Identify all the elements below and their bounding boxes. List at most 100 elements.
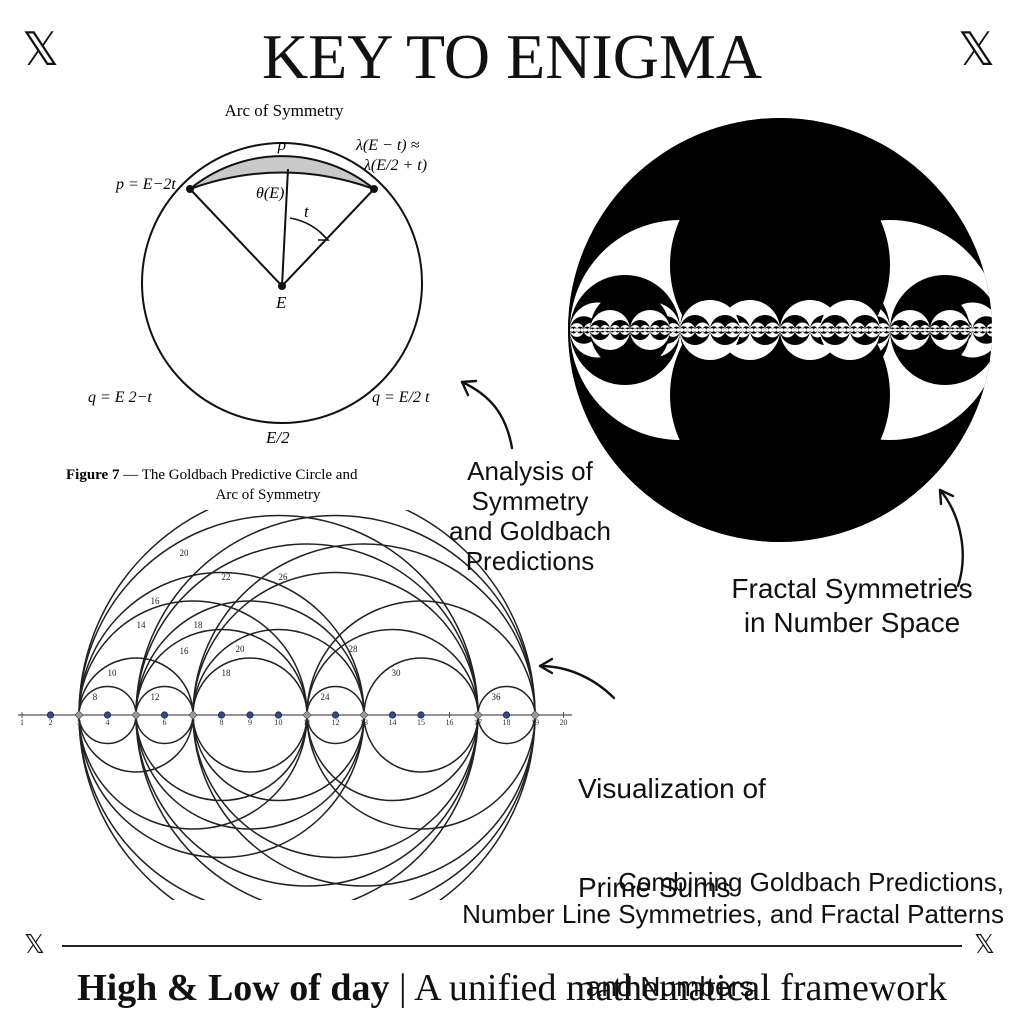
fractal-circle bbox=[590, 328, 593, 332]
fractal-circle bbox=[768, 328, 773, 332]
number-line-tick-label: 4 bbox=[106, 718, 110, 727]
fractal-circle bbox=[868, 328, 873, 332]
lambda-label-line2: λ(E/2 + t) bbox=[363, 157, 427, 174]
fractal-circle bbox=[669, 328, 674, 332]
number-line-tick-label: 17 bbox=[474, 718, 482, 727]
radius-middle bbox=[281, 168, 289, 287]
fractal-circle bbox=[597, 328, 600, 332]
circle-sum-label: 36 bbox=[492, 692, 502, 702]
fractal-circle bbox=[662, 328, 665, 332]
fractal-circle bbox=[947, 328, 950, 332]
symmetry-annotation-line: Symmetry bbox=[471, 486, 589, 516]
fractal-circle bbox=[930, 328, 933, 332]
fractal-circle bbox=[650, 328, 653, 332]
circle-sum-label: 16 bbox=[151, 596, 161, 606]
fractal-circle bbox=[842, 328, 847, 332]
fractal-circle bbox=[673, 328, 677, 332]
number-line-dot bbox=[331, 711, 340, 719]
fractal-circle bbox=[876, 328, 880, 332]
fractal-circle bbox=[652, 328, 655, 332]
fractal-circle bbox=[620, 328, 623, 332]
fractal-circle bbox=[905, 328, 908, 332]
fractal-circle bbox=[721, 328, 725, 332]
fractal-circle bbox=[695, 328, 699, 332]
circle-sum-label: 12 bbox=[151, 692, 160, 702]
number-line-tick-label: 2 bbox=[49, 718, 53, 727]
x-logo-icon-bottom-right: 𝕏 bbox=[974, 930, 995, 960]
prime-sums-annotation-line: and Numbers bbox=[578, 971, 754, 1002]
number-line-dot bbox=[246, 711, 254, 719]
fractal-circle bbox=[965, 328, 968, 332]
number-line-tick-label: 15 bbox=[417, 718, 425, 727]
fractal-circle bbox=[660, 328, 663, 332]
point-lambda bbox=[370, 185, 378, 193]
number-line-tick-label: 12 bbox=[332, 718, 340, 727]
e-label: E bbox=[275, 293, 287, 312]
angle-t-arc bbox=[289, 217, 327, 239]
fractal-circle bbox=[667, 328, 670, 332]
fractal-circle bbox=[932, 328, 935, 332]
number-line-prime-marker bbox=[473, 710, 483, 720]
fractal-circle bbox=[823, 328, 828, 332]
fractal-circle bbox=[583, 328, 588, 332]
arc-of-symmetry-region bbox=[189, 155, 375, 190]
fractal-circle bbox=[625, 328, 628, 332]
e-half-label: E/2 bbox=[265, 428, 290, 447]
point-p bbox=[186, 185, 194, 193]
fractal-circle bbox=[607, 328, 610, 332]
fractal-circle bbox=[791, 328, 795, 332]
fractal-circle bbox=[772, 328, 777, 332]
fractal-circle bbox=[635, 328, 638, 332]
prime-sums-annotation-line: Visualization of bbox=[578, 773, 766, 804]
q-left-label: q = E 2−t bbox=[88, 389, 152, 406]
x-logo-icon-top-right: 𝕏 bbox=[958, 22, 996, 76]
circle-sum-label: 16 bbox=[180, 646, 190, 656]
fractal-circle bbox=[753, 328, 758, 332]
fractal-circle bbox=[617, 328, 620, 332]
number-line-dot bbox=[160, 711, 169, 719]
fractal-circle bbox=[592, 328, 595, 332]
fractal-circle bbox=[580, 328, 584, 332]
fractal-circle bbox=[879, 328, 884, 332]
fractal-circle bbox=[890, 328, 893, 332]
footer-rest-text: A unified mathematical framework bbox=[414, 967, 947, 1009]
fractal-circle bbox=[915, 328, 918, 332]
fractal-circle bbox=[957, 328, 960, 332]
fractal-circle bbox=[665, 328, 668, 332]
fractal-circle bbox=[717, 328, 722, 332]
number-line-tick-label: 18 bbox=[503, 718, 511, 727]
fractal-circle bbox=[883, 328, 887, 332]
fractal-circle bbox=[657, 328, 660, 332]
fractal-circle bbox=[676, 328, 680, 332]
fractal-circle bbox=[912, 328, 915, 332]
fractal-circle bbox=[687, 328, 692, 332]
fractal-circle bbox=[795, 328, 799, 332]
figure-caption-line2: Arc of Symmetry bbox=[216, 487, 321, 503]
combining-annotation: Combining Goldbach Predictions, Number L… bbox=[404, 866, 1014, 930]
circle-sum-label: 26 bbox=[279, 572, 289, 582]
circle-sum-label: 18 bbox=[194, 620, 204, 630]
radius-left bbox=[189, 188, 283, 287]
goldbach-circle-diagram: Arc of Symmetry ρ λ(E − t) ≈ λ(E/2 + t) … bbox=[66, 101, 430, 503]
circle-sum-label: 20 bbox=[236, 644, 246, 654]
fractal-circle bbox=[612, 328, 615, 332]
fractal-circle bbox=[886, 328, 890, 332]
fractal-circle bbox=[872, 328, 877, 332]
circle-sum-label: 8 bbox=[93, 692, 98, 702]
fractal-circle bbox=[902, 328, 905, 332]
fractal-circle bbox=[576, 328, 581, 332]
fractal-circle bbox=[602, 328, 605, 332]
number-line-tick-label: 14 bbox=[389, 718, 397, 727]
fractal-circle bbox=[640, 328, 643, 332]
number-line-tick-label: 13 bbox=[360, 718, 368, 727]
number-line-dot bbox=[46, 711, 55, 719]
fractal-circle bbox=[736, 328, 740, 332]
circle-sum-label: 18 bbox=[222, 668, 232, 678]
fractal-circle bbox=[765, 328, 769, 332]
number-line-tick-label: 11 bbox=[303, 718, 311, 727]
fractal-circle bbox=[615, 328, 618, 332]
fractal-circle bbox=[783, 328, 788, 332]
fractal-circle bbox=[940, 328, 943, 332]
